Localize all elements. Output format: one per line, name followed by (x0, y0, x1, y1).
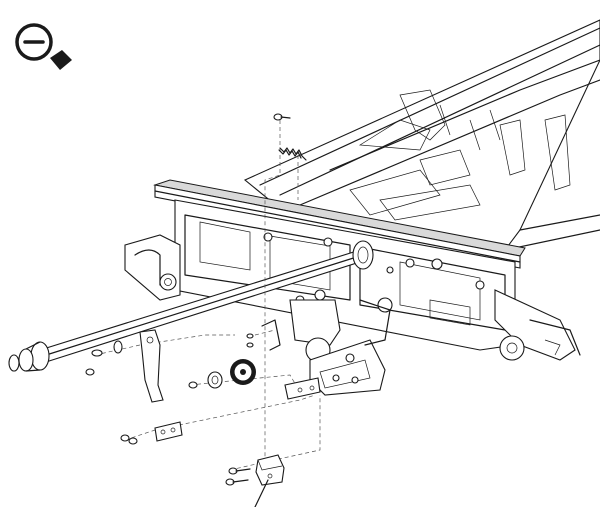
drive-shaft (8, 240, 374, 372)
top-screw (273, 113, 291, 121)
tension-spring (278, 147, 307, 161)
zoom-out-button[interactable] (12, 18, 78, 74)
left-side-bracket (124, 234, 181, 301)
curved-lever-arm (139, 329, 164, 403)
main-frame-body (243, 19, 600, 251)
magnifier-minus-icon (15, 23, 72, 70)
mounting-plate (120, 421, 183, 445)
small-pins (246, 319, 281, 351)
sensor-block (225, 454, 285, 486)
assembly-leader-lines (94, 120, 321, 471)
gear-mechanism-block (289, 299, 391, 396)
bracket-plate (284, 377, 321, 400)
shaft-washers (85, 340, 123, 376)
sprocket-gear (188, 359, 256, 389)
callout-leader (254, 479, 269, 507)
right-side-bracket (494, 289, 581, 361)
